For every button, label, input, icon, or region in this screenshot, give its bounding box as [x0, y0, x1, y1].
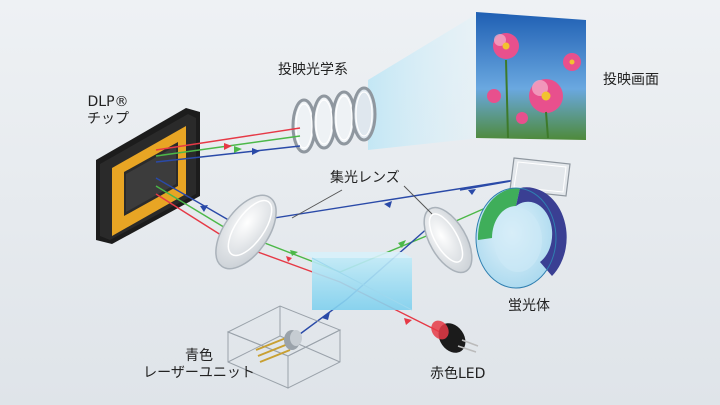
- dlp-chip-label: DLP® チップ: [62, 94, 154, 128]
- condenser-lens-right: [423, 206, 473, 274]
- projection-lens-stack: [291, 86, 377, 154]
- projection-screen-image: [476, 12, 586, 140]
- laser-diode: [255, 330, 302, 363]
- light-arrows: [200, 143, 476, 325]
- projection-beam: [368, 12, 480, 150]
- projection-screen-label: 投映画面: [603, 72, 659, 88]
- blue-laser-label-line1: 青色: [185, 348, 213, 364]
- phosphor-wheel: [475, 187, 567, 289]
- blue-laser-label-line2: レーザーユニット: [143, 365, 255, 381]
- dlp-chip: [96, 108, 200, 244]
- dichroic-prism: [302, 252, 413, 311]
- phosphor-label: 蛍光体: [508, 298, 550, 314]
- red-led-label: 赤色LED: [430, 366, 486, 382]
- red-led: [431, 320, 479, 353]
- condenser-lens-left: [215, 194, 277, 270]
- dlp-chip-label-line1: DLP®: [87, 94, 129, 110]
- projection-optics-label: 投映光学系: [278, 62, 348, 78]
- condenser-leader-right: [403, 185, 433, 215]
- condenser-leader-left: [291, 189, 343, 219]
- reflector-plate: [509, 157, 571, 197]
- condenser-lens-label: 集光レンズ: [330, 170, 400, 186]
- blue-laser-label: 青色 レーザーユニット: [134, 348, 264, 382]
- dlp-chip-label-line2: チップ: [87, 111, 129, 127]
